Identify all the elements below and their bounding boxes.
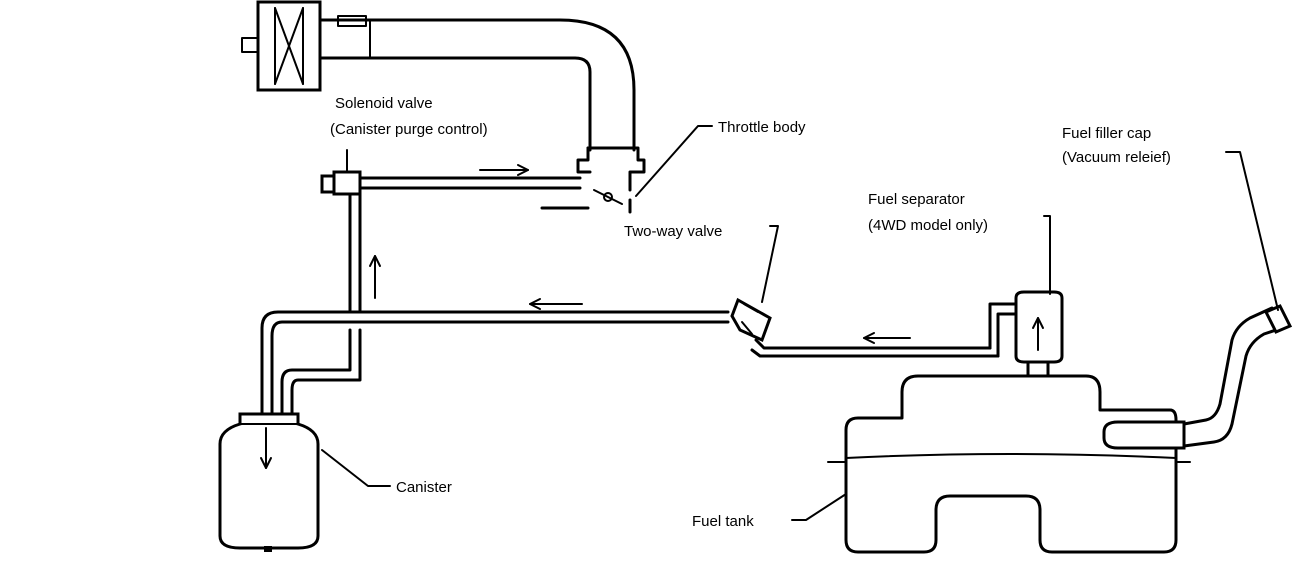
fuel-separator-label: Fuel separator (868, 191, 965, 208)
arrow-left-icon (863, 332, 911, 344)
fuel-tank-label: Fuel tank (692, 513, 754, 530)
throttle-body-label: Throttle body (718, 119, 806, 136)
throttle-body (540, 146, 646, 214)
canister (218, 412, 320, 552)
solenoid-valve (320, 149, 582, 196)
air-cleaner (241, 0, 367, 92)
leader-lines (321, 125, 1279, 521)
fuel-separator-sublabel: (4WD model only) (868, 217, 988, 234)
flow-arrows (260, 164, 1044, 469)
fuel-filler-cap-sublabel: (Vacuum releief) (1062, 149, 1171, 166)
filler-neck (1102, 304, 1293, 450)
arrow-left-icon (529, 298, 583, 310)
canister-label: Canister (396, 479, 452, 496)
fuel-tank (827, 374, 1191, 554)
arrow-down-icon (260, 427, 272, 469)
separator-line (988, 302, 1018, 358)
solenoid-valve-label: Solenoid valve (335, 95, 433, 112)
arrow-right-icon (479, 164, 529, 176)
two-way-valve (730, 297, 1000, 358)
intake-duct (318, 18, 636, 152)
solenoid-valve-sublabel: (Canister purge control) (330, 121, 488, 138)
arrow-up-icon (369, 255, 381, 299)
purge-line (280, 192, 362, 416)
arrow-up-icon (1032, 317, 1044, 351)
vapor-line (260, 310, 730, 416)
two-way-valve-label: Two-way valve (624, 223, 722, 240)
fuel-filler-cap-label: Fuel filler cap (1062, 125, 1151, 142)
